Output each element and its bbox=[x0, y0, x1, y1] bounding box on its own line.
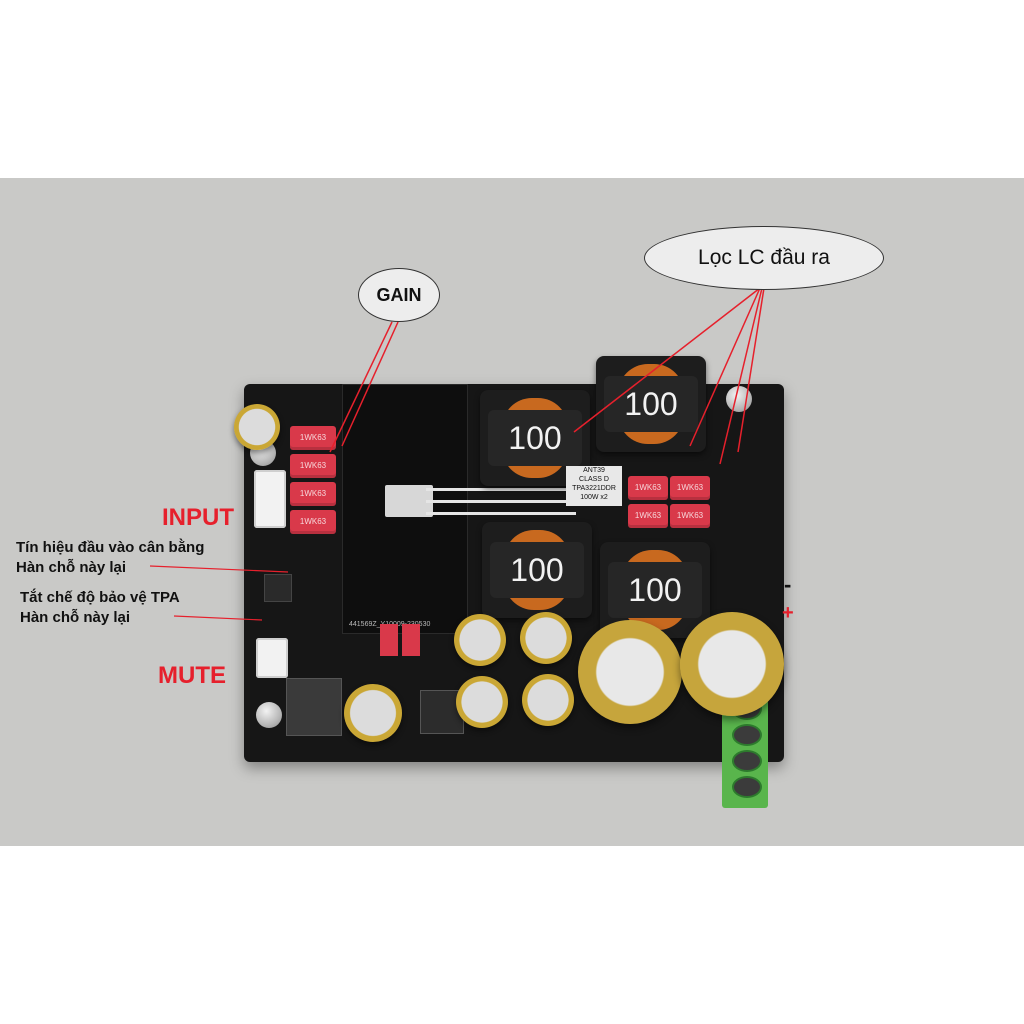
protect-pointer-line bbox=[173, 615, 263, 621]
film-capacitor: 1WK63 bbox=[670, 504, 710, 528]
output-inductor: 100 bbox=[596, 356, 706, 452]
electrolytic-capacitor bbox=[454, 614, 506, 666]
gain-bubble: GAIN bbox=[358, 268, 440, 322]
film-capacitor-small bbox=[402, 624, 420, 656]
film-capacitor: 1WK63 bbox=[628, 476, 668, 500]
electrolytic-capacitor bbox=[344, 684, 402, 742]
pcb-trace bbox=[426, 512, 576, 515]
lc-pointer-line bbox=[573, 287, 761, 433]
photo-backdrop: 441569Z_Y10009-230530 1WK63 1WK63 1WK63 … bbox=[0, 178, 1024, 846]
voltage-regulator bbox=[286, 678, 342, 736]
mounting-screw-bottom-left bbox=[256, 702, 282, 728]
amplifier-chip bbox=[385, 485, 433, 517]
film-capacitor: 1WK63 bbox=[290, 482, 336, 506]
plus-sign: + bbox=[782, 602, 794, 624]
input-label: INPUT bbox=[162, 504, 234, 531]
electrolytic-capacitor bbox=[522, 674, 574, 726]
gain-pointer-line bbox=[329, 321, 393, 453]
output-filter-bubble: Lọc LC đầu ra bbox=[644, 226, 884, 290]
chip-label-sticker: ANT39 CLASS D TPA3221DDR 100W x2 bbox=[566, 466, 622, 506]
mute-connector bbox=[256, 638, 288, 678]
pcb-trace bbox=[426, 500, 576, 503]
protection-ic bbox=[264, 574, 292, 602]
input-connector bbox=[254, 470, 286, 528]
electrolytic-capacitor-top-left bbox=[234, 404, 280, 450]
minus-sign: - bbox=[784, 572, 792, 597]
film-capacitor: 1WK63 bbox=[670, 476, 710, 500]
film-capacitor: 1WK63 bbox=[628, 504, 668, 528]
film-capacitor: 1WK63 bbox=[290, 454, 336, 478]
balanced-input-note: Tín hiệu đầu vào cân bằng Hàn chỗ này lạ… bbox=[16, 539, 205, 576]
film-capacitor: 1WK63 bbox=[290, 510, 336, 534]
film-capacitor-small bbox=[380, 624, 398, 656]
mute-label: MUTE bbox=[158, 662, 226, 689]
gain-pointer-line bbox=[341, 321, 399, 447]
output-inductor: 100 bbox=[482, 522, 592, 618]
electrolytic-capacitor bbox=[456, 676, 508, 728]
pcb-trace bbox=[426, 488, 576, 491]
lc-pointer-line bbox=[737, 287, 765, 453]
output-inductor: 100 bbox=[480, 390, 590, 486]
film-capacitor: 1WK63 bbox=[290, 426, 336, 450]
protection-note: Tắt chế độ bảo vệ TPA Hàn chỗ này lại bbox=[20, 589, 180, 626]
balanced-pointer-line bbox=[149, 565, 289, 573]
electrolytic-capacitor-large bbox=[578, 620, 682, 724]
output-inductor: 100 bbox=[600, 542, 710, 638]
amplifier-pcb: 441569Z_Y10009-230530 1WK63 1WK63 1WK63 … bbox=[234, 356, 784, 808]
lc-pointer-line bbox=[719, 287, 763, 465]
electrolytic-capacitor-large bbox=[680, 612, 784, 716]
lc-pointer-line bbox=[689, 287, 761, 447]
electrolytic-capacitor bbox=[520, 612, 572, 664]
